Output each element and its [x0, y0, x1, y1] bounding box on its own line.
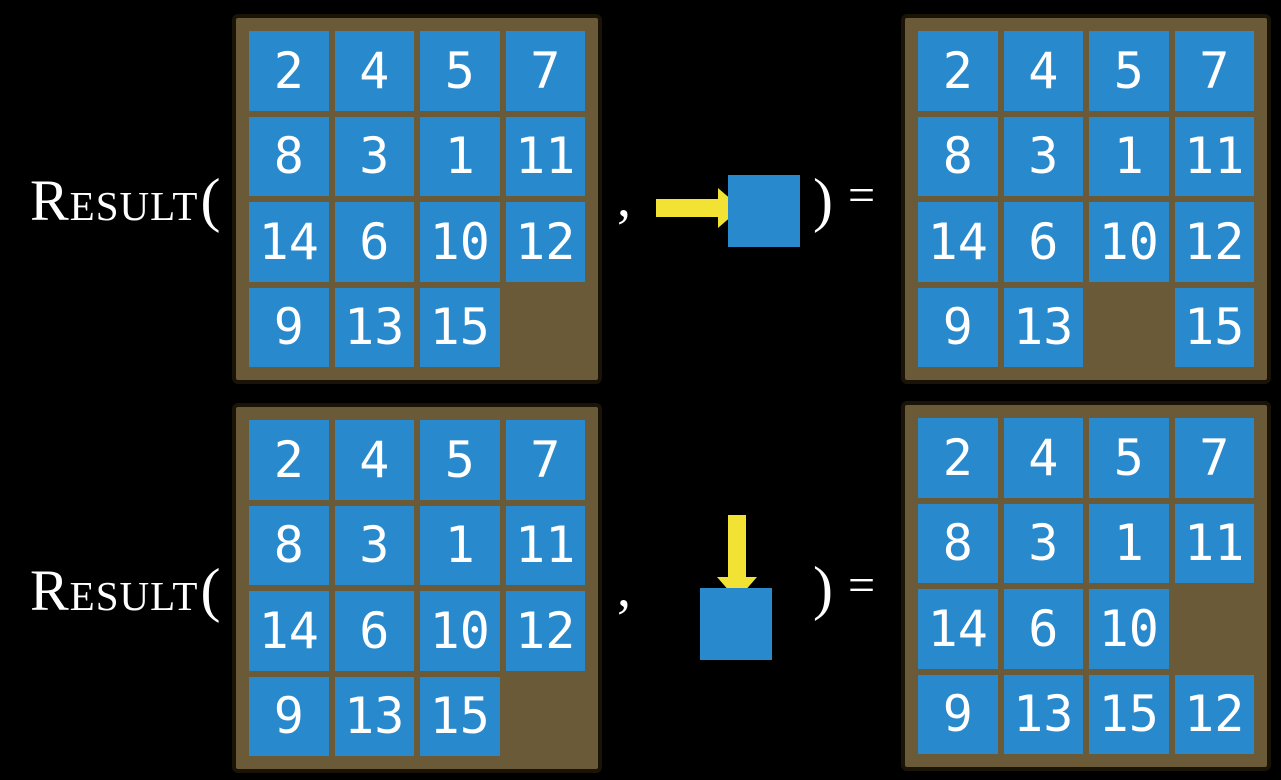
puzzle-tile-14: 14: [918, 202, 998, 282]
function-label-row1: Result(: [30, 170, 220, 230]
puzzle-tile-15: 15: [420, 676, 500, 756]
puzzle-tile-14: 14: [249, 591, 329, 671]
puzzle-tile-2: 2: [249, 420, 329, 500]
empty-cell: [1175, 589, 1255, 669]
equals-sign-row2: =: [848, 559, 876, 612]
puzzle-tile-4: 4: [1003, 418, 1083, 498]
puzzle-tile-11: 11: [505, 116, 585, 196]
puzzle-tile-6: 6: [1003, 202, 1083, 282]
puzzle-tile-12: 12: [1174, 674, 1254, 754]
open-paren: (: [200, 167, 221, 233]
puzzle-tile-2: 2: [918, 31, 998, 111]
puzzle-tile-13: 13: [334, 676, 414, 756]
puzzle-tile-10: 10: [420, 202, 500, 282]
puzzle-tile-8: 8: [918, 503, 998, 583]
puzzle-tile-10: 10: [1089, 202, 1169, 282]
close-paren-row1: ): [813, 167, 833, 233]
open-paren: (: [200, 557, 221, 623]
puzzle-tile-6: 6: [334, 591, 414, 671]
puzzle-tile-3: 3: [334, 116, 414, 196]
puzzle-tile-8: 8: [249, 505, 329, 585]
equals-sign-row1: =: [848, 169, 876, 222]
puzzle-tile-3: 3: [334, 505, 414, 585]
puzzle-tile-5: 5: [1089, 418, 1169, 498]
puzzle-tile-13: 13: [1003, 287, 1083, 367]
empty-cell: [506, 288, 586, 368]
puzzle-tile-2: 2: [918, 418, 998, 498]
puzzle-tile-5: 5: [1089, 31, 1169, 111]
puzzle-tile-9: 9: [249, 676, 329, 756]
puzzle-tile-14: 14: [918, 589, 998, 669]
puzzle-tile-9: 9: [918, 674, 998, 754]
puzzle-tile-13: 13: [334, 287, 414, 367]
puzzle-tile-12: 12: [505, 591, 585, 671]
puzzle-tile-12: 12: [1174, 202, 1254, 282]
puzzle-tile-9: 9: [918, 287, 998, 367]
puzzle-tile-11: 11: [505, 505, 585, 585]
puzzle-tile-11: 11: [1174, 116, 1254, 196]
puzzle-tile-10: 10: [1089, 589, 1169, 669]
puzzle-tile-7: 7: [1174, 418, 1254, 498]
puzzle-tile-5: 5: [420, 31, 500, 111]
puzzle-tile-1: 1: [420, 116, 500, 196]
puzzle-tile-14: 14: [249, 202, 329, 282]
puzzle-tile-1: 1: [1089, 116, 1169, 196]
puzzle-tile-4: 4: [1003, 31, 1083, 111]
puzzle-tile-12: 12: [505, 202, 585, 282]
puzzle-tile-11: 11: [1174, 503, 1254, 583]
puzzle-tile-2: 2: [249, 31, 329, 111]
puzzle-tile-13: 13: [1003, 674, 1083, 754]
puzzle-tile-1: 1: [420, 505, 500, 585]
comma-row1: ,: [617, 167, 631, 229]
puzzle-tile-8: 8: [249, 116, 329, 196]
puzzle-tile-3: 3: [1003, 116, 1083, 196]
puzzle-tile-4: 4: [334, 420, 414, 500]
operand-tile-row1: [728, 175, 800, 247]
puzzle-tile-6: 6: [334, 202, 414, 282]
puzzle-tile-7: 7: [505, 31, 585, 111]
empty-cell: [1089, 288, 1169, 368]
puzzle-tile-1: 1: [1089, 503, 1169, 583]
puzzle-tile-15: 15: [1174, 287, 1254, 367]
puzzle-tile-9: 9: [249, 287, 329, 367]
comma-row2: ,: [617, 557, 631, 619]
puzzle-tile-7: 7: [1174, 31, 1254, 111]
function-name: Result: [30, 168, 199, 233]
operand-tile-row2: [700, 588, 772, 660]
empty-cell: [506, 677, 586, 757]
puzzle-tile-5: 5: [420, 420, 500, 500]
puzzle-tile-3: 3: [1003, 503, 1083, 583]
function-name: Result: [30, 558, 199, 623]
function-label-row2: Result(: [30, 560, 220, 620]
puzzle-tile-10: 10: [420, 591, 500, 671]
puzzle-tile-15: 15: [420, 287, 500, 367]
puzzle-tile-8: 8: [918, 116, 998, 196]
puzzle-tile-15: 15: [1089, 674, 1169, 754]
puzzle-tile-7: 7: [505, 420, 585, 500]
puzzle-tile-4: 4: [334, 31, 414, 111]
puzzle-tile-6: 6: [1003, 589, 1083, 669]
close-paren-row2: ): [813, 555, 833, 621]
